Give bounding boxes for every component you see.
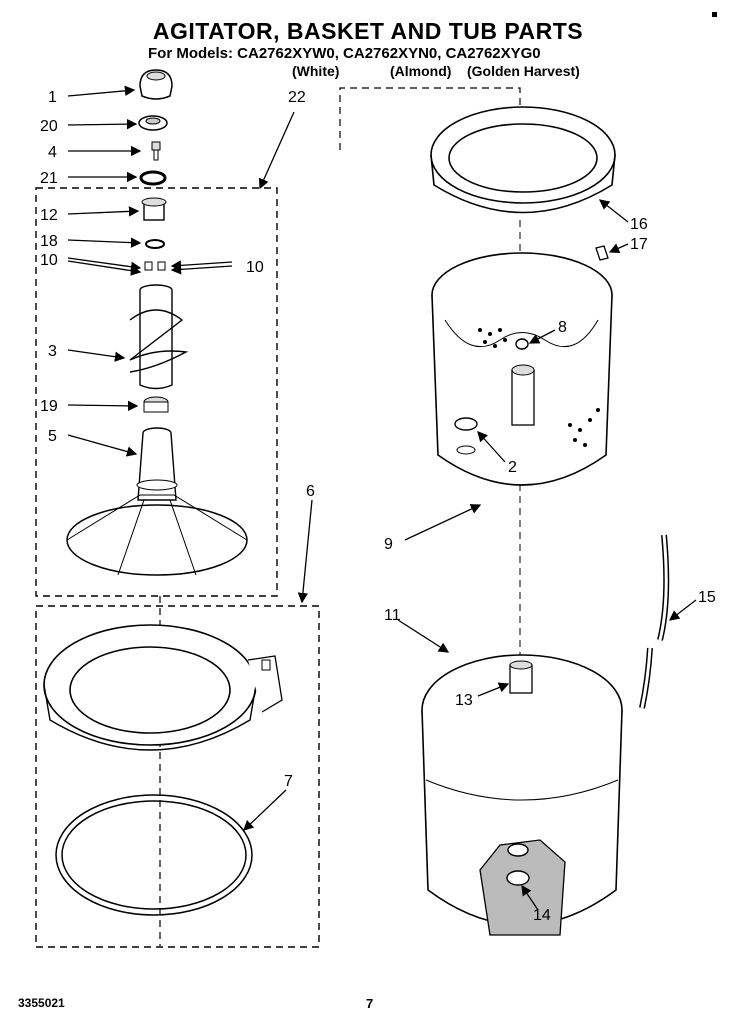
callout-8: 8 (558, 319, 567, 336)
color-label-almond: (Almond) (390, 63, 452, 79)
callout-20: 20 (40, 118, 58, 135)
corner-mark (712, 12, 717, 17)
callout-2: 2 (508, 459, 517, 476)
washer-part (145, 239, 165, 249)
nut-8-part (515, 338, 529, 350)
tub-cover-part (430, 106, 616, 214)
outer-tub-part (421, 654, 623, 936)
callout-13: 13 (455, 692, 473, 709)
callout-12: 12 (40, 207, 58, 224)
callout-16: 16 (630, 216, 648, 233)
callout-3: 3 (48, 343, 57, 360)
agitator-kit-box (35, 187, 278, 597)
page-title: AGITATOR, BASKET AND TUB PARTS (152, 18, 584, 44)
auger-part (129, 284, 189, 390)
callout-7: 7 (284, 773, 293, 790)
callout-5: 5 (48, 428, 57, 445)
plug-2-part (454, 417, 478, 431)
basket-part (431, 252, 613, 486)
leader-lines (67, 85, 697, 911)
callout-17: 17 (630, 236, 648, 253)
callout-19: 19 (40, 398, 58, 415)
seal-14-part (506, 870, 530, 886)
callout-6: 6 (306, 483, 315, 500)
callout-14: 14 (533, 907, 551, 924)
clip-part (595, 245, 609, 261)
color-label-white: (White) (292, 63, 340, 79)
callout-1: 1 (48, 89, 57, 106)
o-ring-part (139, 170, 167, 186)
callout-21: 21 (40, 170, 58, 187)
cam-part (138, 115, 168, 131)
tub-ring-part (43, 624, 283, 751)
callout-10-left: 10 (40, 252, 58, 269)
bolt-part (151, 141, 161, 161)
bearing-part (143, 396, 169, 413)
clamp-ring-part (55, 794, 253, 916)
color-label-golden: (Golden Harvest) (467, 63, 580, 79)
agitator-cap-part (139, 69, 173, 100)
dog-cam-part (141, 197, 167, 221)
callout-22: 22 (288, 89, 306, 106)
callout-11: 11 (384, 607, 401, 624)
callout-4: 4 (48, 144, 57, 161)
center-dash-line (159, 596, 161, 946)
page-number: 7 (366, 996, 374, 1011)
top-connector-dash (339, 87, 521, 150)
callout-9: 9 (384, 536, 393, 553)
agitator-base-part (66, 427, 248, 576)
callout-15: 15 (698, 589, 716, 606)
callout-18: 18 (40, 233, 58, 250)
models-line: For Models: CA2762XYW0, CA2762XYN0, CA27… (148, 45, 541, 62)
document-code: 3355021 (18, 996, 65, 1010)
dogs-part (144, 261, 166, 271)
callout-10-right: 10 (246, 259, 264, 276)
